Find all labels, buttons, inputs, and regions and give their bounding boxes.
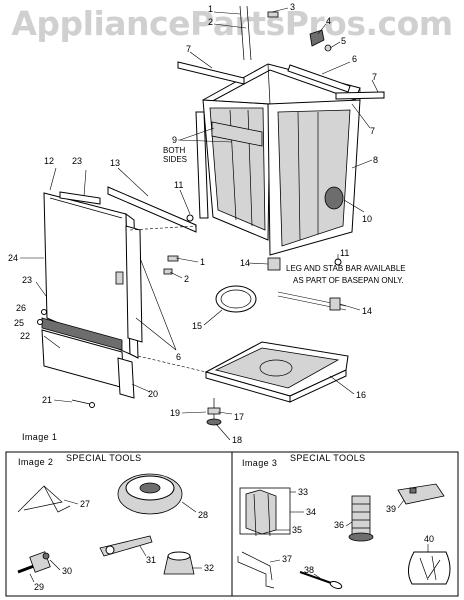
callout-7: 7 [372,72,377,82]
callout-37: 37 [282,554,292,564]
callout-15: 15 [192,321,202,331]
image1-caption: Image 1 [22,432,57,442]
callout-29: 29 [34,582,44,592]
callout-30: 30 [62,566,72,576]
front-panel-drawing [37,186,197,408]
image2-tools-drawing [17,473,195,575]
both-sides-note-line2: SIDES [163,155,187,164]
callout-24: 24 [8,253,18,263]
callout-7: 7 [186,44,191,54]
callout-38: 38 [304,565,314,575]
callout-11: 11 [340,248,349,258]
callout-31: 31 [146,555,156,565]
both-sides-note-line1: BOTH [163,146,185,155]
image2-caption: Image 2 [18,457,53,467]
basepan-drawing [204,257,349,426]
callout-7: 7 [370,126,375,136]
callout-18: 18 [232,435,242,445]
callout-10: 10 [362,214,372,224]
leg-bar-note-line2: AS PART OF BASEPAN ONLY. [293,276,404,285]
callout-12: 12 [44,156,54,166]
image2-leaders [29,499,202,583]
callout-13: 13 [110,158,120,168]
callout-11: 11 [174,180,183,190]
callout-39: 39 [386,504,396,514]
callout-8: 8 [373,155,378,165]
cabinet-frame-drawing [177,5,385,266]
leader-lines [20,7,379,441]
callout-1: 1 [208,4,213,14]
callout-1: 1 [200,257,205,267]
callout-23: 23 [72,156,82,166]
callout-9: 9 [172,135,177,145]
callout-2: 2 [184,274,189,284]
callout-3: 3 [290,2,295,12]
callout-23: 23 [22,275,32,285]
image3-leaders [269,491,429,579]
callout-27: 27 [80,499,90,509]
callout-26: 26 [16,303,26,313]
callout-5: 5 [341,36,346,46]
callout-4: 4 [326,16,331,26]
callout-33: 33 [298,487,308,497]
image3-caption: Image 3 [242,458,277,468]
callout-40: 40 [424,534,434,544]
callout-2: 2 [208,17,213,27]
callout-6: 6 [176,352,181,362]
callout-34: 34 [306,507,316,517]
callout-14: 14 [362,306,372,316]
callout-numbers: 1 2 3 4 5 6 7 7 7 8 9 10 11 11 12 23 13 … [8,2,378,445]
special-tools-frames [5,451,459,597]
callout-36: 36 [334,520,344,530]
leg-bar-note-line1: LEG AND STAB BAR AVAILABLE [286,264,406,273]
image3-tools-drawing [237,483,451,589]
callout-25: 25 [14,318,24,328]
callout-6: 6 [352,54,357,64]
callout-21: 21 [42,395,52,405]
callout-35: 35 [292,525,302,535]
callout-19: 19 [170,408,180,418]
callout-22: 22 [20,331,30,341]
image3-special-tools-heading: SPECIAL TOOLS [290,453,366,463]
callout-20: 20 [148,389,158,399]
callout-28: 28 [198,510,208,520]
callout-32: 32 [204,563,214,573]
image2-special-tools-heading: SPECIAL TOOLS [66,453,142,463]
callout-16: 16 [356,390,366,400]
callout-14: 14 [240,258,250,268]
callout-17: 17 [234,412,244,422]
